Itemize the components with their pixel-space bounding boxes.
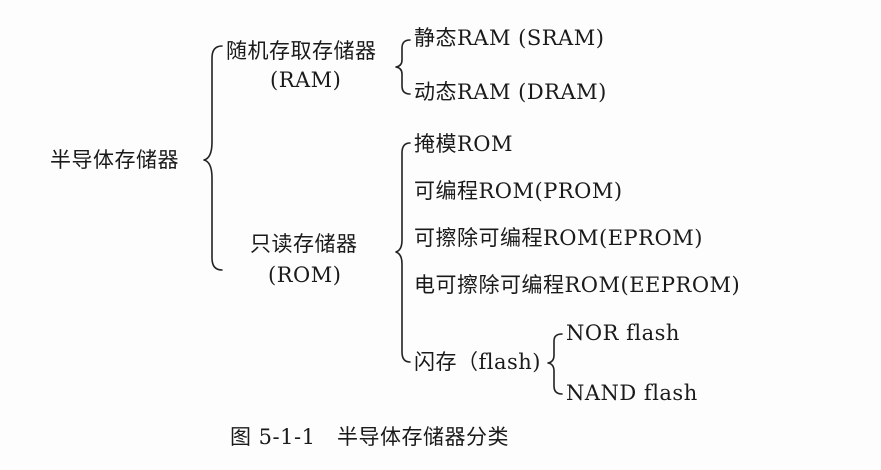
rom-child-eprom: 可擦除可编程ROM(EPROM) — [414, 226, 703, 250]
rom-child-prom: 可编程ROM(PROM) — [414, 179, 623, 203]
ram-brace — [395, 39, 411, 95]
rom-brace — [395, 142, 411, 363]
root-brace — [203, 45, 223, 271]
figure-caption: 图 5-1-1 半导体存储器分类 — [230, 425, 509, 449]
rom-child-eeprom: 电可擦除可编程ROM(EEPROM) — [414, 273, 741, 297]
flash-child-nor: NOR flash — [566, 321, 680, 345]
root-label: 半导体存储器 — [50, 148, 179, 172]
ram-label-line1: 随机存取存储器 — [226, 39, 377, 63]
rom-child-flash: 闪存（flash) — [414, 350, 542, 374]
ram-child-dram: 动态RAM (DRAM) — [414, 80, 607, 104]
ram-child-sram: 静态RAM (SRAM) — [414, 26, 605, 50]
rom-child-mask: 掩模ROM — [414, 132, 514, 156]
flash-child-nand: NAND flash — [566, 381, 698, 405]
flash-brace — [547, 333, 563, 395]
rom-label-line1: 只读存储器 — [250, 232, 358, 256]
rom-label-line2: (ROM) — [268, 263, 342, 287]
ram-label-line2: (RAM) — [270, 68, 342, 92]
